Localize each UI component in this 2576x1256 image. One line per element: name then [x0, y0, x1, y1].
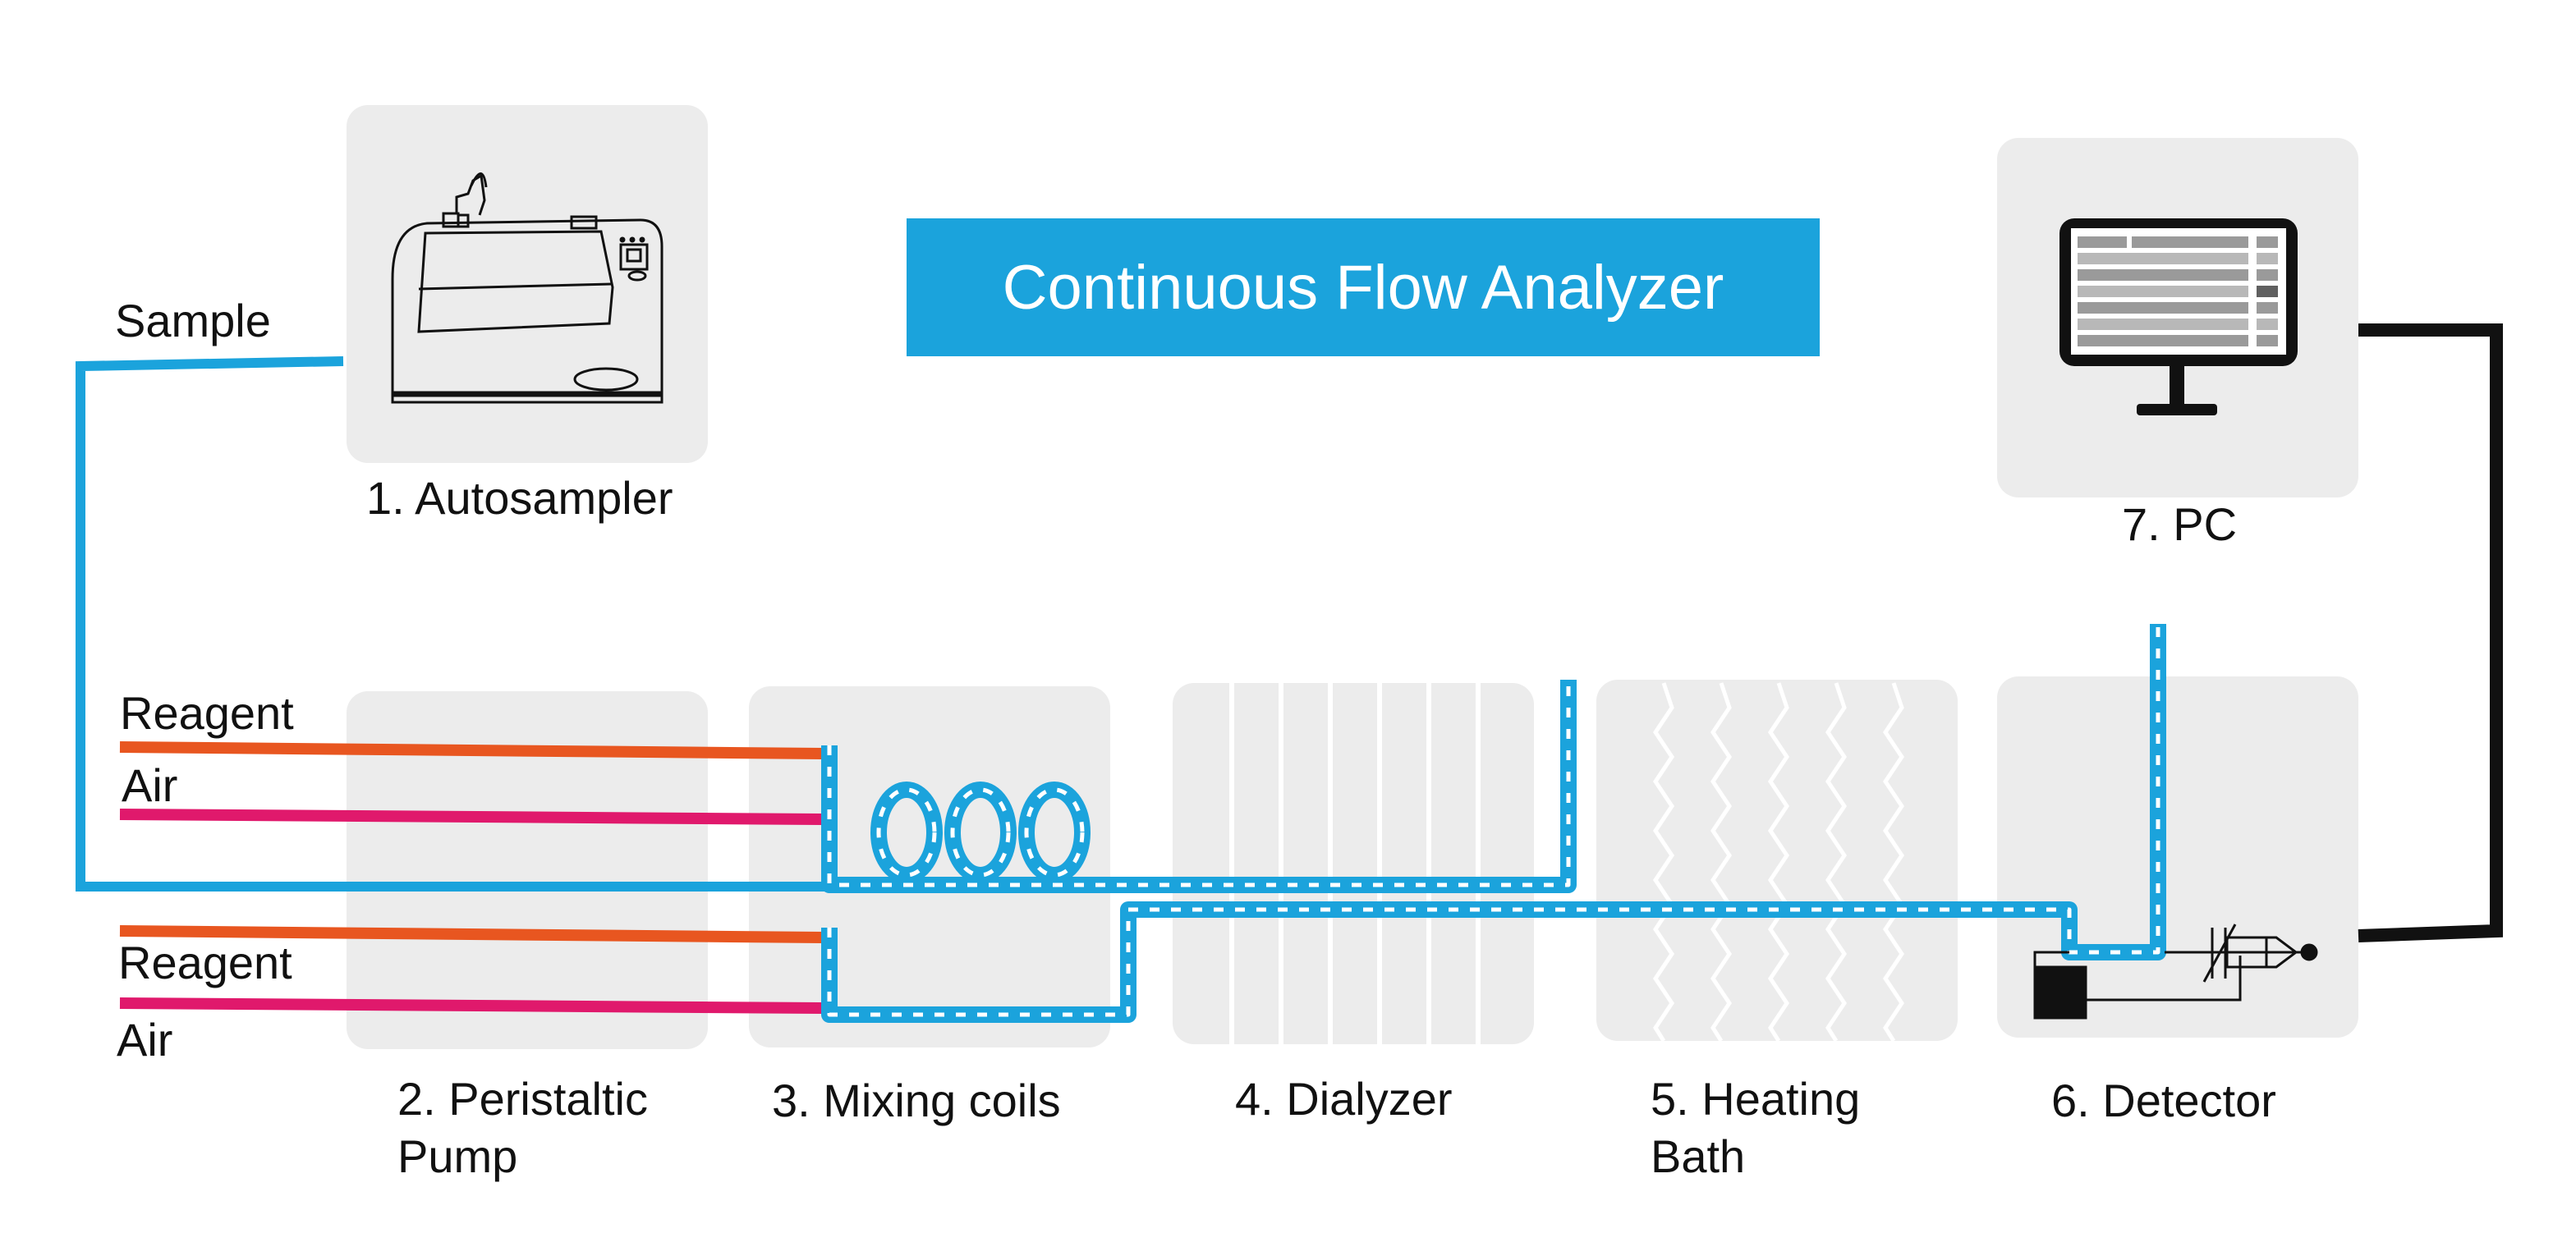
heating-panel — [1596, 680, 1958, 1041]
mixing-coils-label: 3. Mixing coils — [772, 1075, 1061, 1126]
pump-panel — [347, 691, 708, 1049]
pump-label: 2. Peristaltic — [397, 1073, 648, 1125]
reagent-line-2 — [119, 925, 824, 943]
reagent-label-2: Reagent — [118, 937, 292, 988]
air-label-1: Air — [122, 759, 178, 811]
sample-label: Sample — [115, 295, 271, 346]
dialyzer-panel — [1173, 683, 1534, 1044]
pc-label: 7. PC — [2122, 498, 2238, 550]
autosampler-panel — [347, 105, 708, 463]
detector-schematic-icon — [2033, 924, 2318, 1020]
reagent-label-1: Reagent — [120, 687, 294, 739]
heating-zigzag-lines — [1652, 682, 1905, 1043]
detector-label: 6. Detector — [2051, 1075, 2276, 1126]
dialyzer-label: 4. Dialyzer — [1235, 1073, 1453, 1125]
air-line-1 — [119, 809, 824, 825]
signal-cable — [2358, 323, 2503, 942]
monitor-icon — [2059, 218, 2298, 415]
diagram-title: Continuous Flow Analyzer — [1002, 252, 1724, 323]
autosampler-label: 1. Autosampler — [366, 472, 673, 524]
title-bar — [907, 218, 1820, 356]
air-label-2: Air — [117, 1014, 173, 1066]
title-box: Continuous Flow Analyzer — [907, 218, 1820, 356]
segmented-flow-tubing — [821, 624, 2166, 1023]
pump-label-line2: Pump — [397, 1130, 518, 1182]
sample-line — [76, 356, 829, 892]
dialyzer-membrane-lines — [1229, 683, 1481, 1044]
autosampler-device-icon — [391, 172, 664, 404]
heating-label-line2: Bath — [1651, 1130, 1746, 1182]
reagent-line-1 — [119, 741, 824, 759]
heating-label: 5. Heating — [1651, 1073, 1861, 1125]
air-line-2 — [119, 997, 824, 1014]
